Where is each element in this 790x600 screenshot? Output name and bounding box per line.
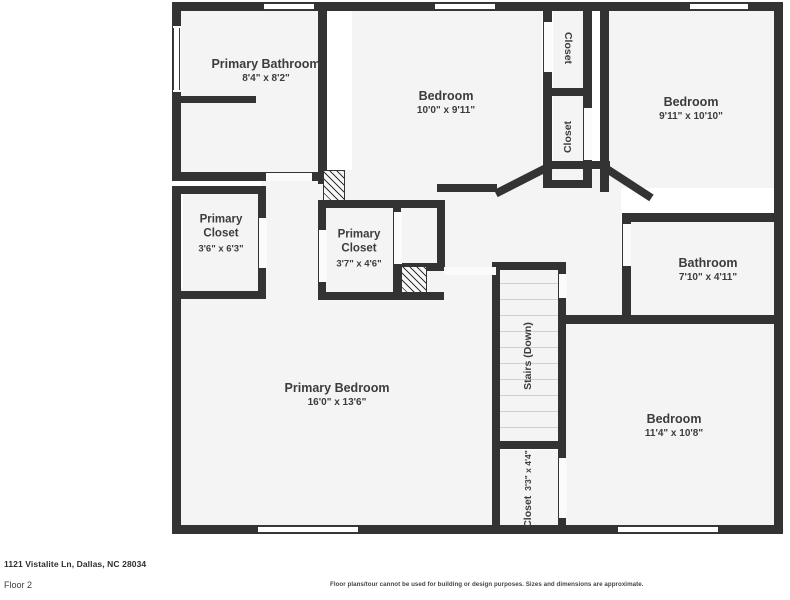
stair-tread — [500, 347, 560, 348]
interior-wall-stairs-top — [492, 262, 566, 270]
interior-wall-closet-stack-bottom — [552, 180, 592, 188]
room-fill-bedroom-top-right — [608, 8, 783, 188]
stair-tread — [500, 395, 560, 396]
interior-wall-primary-closet-center-bottom — [318, 292, 401, 300]
stair-tread — [500, 427, 560, 428]
interior-wall-primary-closet-left-top — [176, 186, 266, 194]
door-opening-hall-to-primary — [444, 267, 496, 275]
interior-wall-bathroom-right-left — [622, 213, 631, 323]
interior-wall-stairs-right — [558, 262, 566, 530]
room-fill-closet-top-upper — [553, 8, 583, 90]
door-opening-utility — [394, 212, 402, 264]
door-opening-closet-bottom — [559, 458, 567, 518]
interior-wall-bathroom-stub — [181, 96, 256, 103]
stair-tread — [500, 283, 560, 284]
interior-wall-bathroom-bottom — [172, 172, 327, 181]
room-fill-closet-bottom — [498, 450, 562, 528]
interior-wall-primary-bedroom-right — [492, 262, 500, 530]
window-bottom-bedroom-right — [618, 526, 718, 533]
interior-wall-bedroom-right-left — [600, 2, 609, 192]
interior-wall-hatch-lower-cap — [398, 292, 444, 300]
floor-label: Floor 2 — [4, 580, 33, 590]
interior-wall-primary-closet-left-bottom — [176, 291, 266, 299]
door-opening-closet-lower — [584, 108, 592, 160]
room-fill-primary-bedroom — [178, 288, 498, 528]
window-top-bathroom — [264, 3, 314, 10]
room-fill-primary-closet-left — [183, 193, 261, 296]
interior-wall-stairs-bottom — [492, 441, 566, 449]
room-fill-bedroom-top-center — [352, 8, 542, 188]
floor-plan-canvas: Primary Bathroom 8'4" x 8'2" Bedroom 10'… — [172, 2, 783, 534]
legal-disclaimer: Floor plans/tour cannot be used for buil… — [330, 581, 644, 588]
door-opening-primary-closet-center — [319, 230, 327, 282]
interior-wall-bathroom-right-top — [622, 213, 783, 222]
room-fill-stairs — [498, 266, 562, 446]
wall-hatch-lower — [401, 266, 427, 296]
room-fill-primary-bathroom — [178, 8, 318, 173]
stair-tread — [500, 299, 560, 300]
stair-tread — [500, 411, 560, 412]
footer: 1121 Vistalite Ln, Dallas, NC 28034 Floo… — [0, 548, 790, 600]
exterior-wall-right — [774, 2, 783, 534]
stair-tread — [500, 315, 560, 316]
door-opening-bathroom-right-entry — [623, 224, 631, 266]
window-top-bedroom-right — [690, 3, 748, 10]
door-opening-bathroom-bottom — [266, 173, 312, 181]
interior-wall-bathroom-right-bottom — [566, 315, 783, 324]
interior-wall-bedroom-center-right — [543, 2, 552, 188]
interior-wall-utility-right — [437, 200, 445, 270]
window-bottom-primary-bedroom — [258, 526, 358, 533]
door-opening-closet-upper — [544, 22, 552, 72]
interior-wall-hall-horizontal-top — [548, 161, 610, 169]
property-address: 1121 Vistalite Ln, Dallas, NC 28034 — [4, 559, 147, 569]
room-fill-bathroom-right — [627, 222, 783, 322]
door-opening-stairs-right — [559, 274, 567, 298]
interior-wall-hall-horizontal-left — [437, 184, 497, 192]
interior-wall-primary-closet-center-top — [318, 200, 444, 208]
stair-tread — [500, 331, 560, 332]
interior-wall-bathroom-right — [318, 2, 327, 184]
wall-hatch-upper — [323, 170, 345, 202]
stair-tread — [500, 363, 560, 364]
window-left-bathroom — [173, 28, 180, 90]
stair-tread — [500, 379, 560, 380]
interior-wall-closet-divider — [552, 88, 592, 96]
door-opening-primary-closet-left — [259, 218, 267, 268]
exterior-wall-left-lower — [172, 186, 181, 534]
window-top-bedroom-center — [435, 3, 495, 10]
exterior-wall-bottom — [172, 525, 783, 534]
room-fill-bedroom-bottom-right — [566, 322, 783, 528]
